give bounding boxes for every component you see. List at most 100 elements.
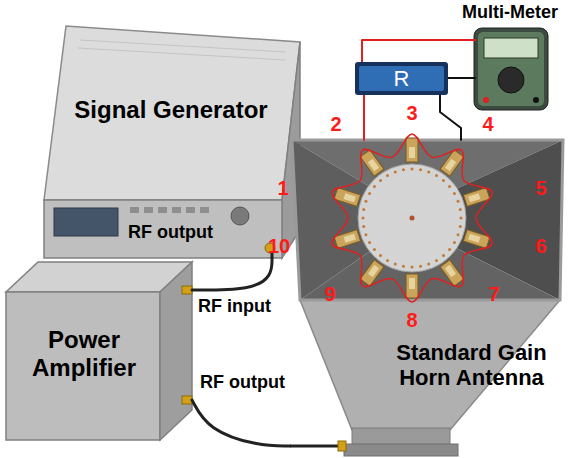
multimeter-body — [456, 77, 476, 79]
black-wire — [448, 77, 456, 79]
rectenna-array — [362, 208, 365, 211]
rectenna-array — [459, 225, 462, 228]
multimeter-body — [456, 39, 476, 41]
null — [360, 260, 384, 286]
horn-antenna-body — [352, 428, 450, 446]
null — [344, 193, 356, 202]
port-label: RF input — [198, 296, 271, 317]
null — [406, 274, 418, 298]
rectenna-array — [332, 134, 492, 302]
rectenna-array — [457, 200, 460, 203]
red-wire — [362, 40, 456, 62]
rectenna-array — [411, 168, 414, 171]
rectenna-array — [373, 185, 376, 188]
null — [360, 260, 384, 286]
signal-generator-body — [186, 207, 195, 213]
horn-antenna-body — [290, 140, 563, 456]
callout-number: 9 — [324, 283, 335, 306]
signal-generator-body — [44, 26, 300, 258]
meter-box: Multi-Meter — [456, 2, 564, 112]
null — [445, 265, 456, 277]
rectenna-array — [459, 208, 462, 211]
callout-number: 8 — [406, 309, 417, 332]
rectenna-array — [442, 179, 445, 182]
callout-number: 10 — [268, 235, 290, 258]
power-amplifier-body — [6, 262, 192, 440]
rectenna-array — [402, 168, 405, 171]
null — [468, 193, 480, 202]
rectenna-array — [373, 248, 376, 251]
rectenna-array — [453, 192, 456, 195]
rectenna-array — [448, 185, 451, 188]
signal-generator-body — [200, 207, 209, 213]
signal-generator-body — [78, 48, 285, 60]
node-title: Standard Gain Horn Antenna — [382, 340, 561, 391]
signal-generator-body — [231, 207, 249, 225]
rectenna-array — [419, 168, 422, 171]
null — [409, 278, 415, 289]
port-label: RF output — [200, 372, 285, 393]
rectenna-array — [379, 254, 382, 257]
rectenna-array — [364, 200, 367, 203]
signal-generator-body — [144, 207, 153, 213]
null — [368, 159, 379, 171]
rectenna-array — [457, 233, 460, 236]
amplifier-box: Power Amplifier — [6, 262, 192, 440]
rectenna-array — [427, 263, 430, 266]
rectenna-array — [386, 259, 389, 262]
signal-generator-body — [54, 208, 118, 236]
callout-number: 2 — [330, 113, 341, 136]
horn-antenna-body — [344, 444, 458, 456]
horn-antenna-body — [292, 140, 563, 300]
power-amplifier-body — [160, 262, 192, 440]
callout-number: 6 — [535, 235, 546, 258]
signal-generator-body — [172, 207, 181, 213]
null — [409, 147, 415, 158]
horn-antenna-body — [300, 300, 560, 430]
rectenna-array — [419, 265, 422, 268]
rectenna-array — [394, 170, 397, 173]
red-wire — [363, 95, 365, 140]
rectenna-array — [364, 233, 367, 236]
null — [440, 150, 464, 176]
null — [360, 150, 384, 176]
node-title: Signal Generator — [52, 96, 290, 124]
horn-antenna-body — [338, 441, 346, 451]
instrument-box: Signal Generator — [42, 4, 300, 258]
node-title: Power Amplifier — [10, 326, 158, 381]
signal-generator-body — [44, 26, 300, 200]
rectenna-array — [362, 225, 365, 228]
rectenna-array — [358, 164, 466, 272]
horn-antenna-body — [290, 445, 338, 448]
callout-number: 5 — [535, 177, 546, 200]
rectenna-array — [368, 241, 371, 244]
signal-generator-body — [130, 207, 139, 213]
callout-number: 4 — [482, 113, 493, 136]
null — [406, 274, 418, 298]
rf-cable — [192, 258, 272, 290]
null — [360, 150, 384, 176]
callout-number: 3 — [406, 102, 417, 125]
null — [344, 234, 356, 243]
rectenna-array — [460, 217, 463, 220]
multimeter-body — [483, 97, 489, 103]
null — [368, 265, 379, 277]
rectenna-array — [448, 248, 451, 251]
rectenna-array — [435, 174, 438, 177]
rectenna-array — [362, 217, 365, 220]
callout-number: 7 — [488, 283, 499, 306]
port-label: RF output — [128, 222, 213, 243]
multimeter-body — [533, 97, 539, 103]
rectenna-array — [394, 263, 397, 266]
rectenna-array — [410, 216, 415, 221]
null — [440, 150, 464, 176]
rf-cable — [192, 400, 290, 446]
rectenna-array — [386, 174, 389, 177]
rectenna-array — [427, 170, 430, 173]
null — [468, 234, 480, 243]
null — [406, 138, 418, 162]
resistor-box: R — [355, 62, 448, 95]
rectenna-array — [402, 265, 405, 268]
null — [440, 260, 464, 286]
